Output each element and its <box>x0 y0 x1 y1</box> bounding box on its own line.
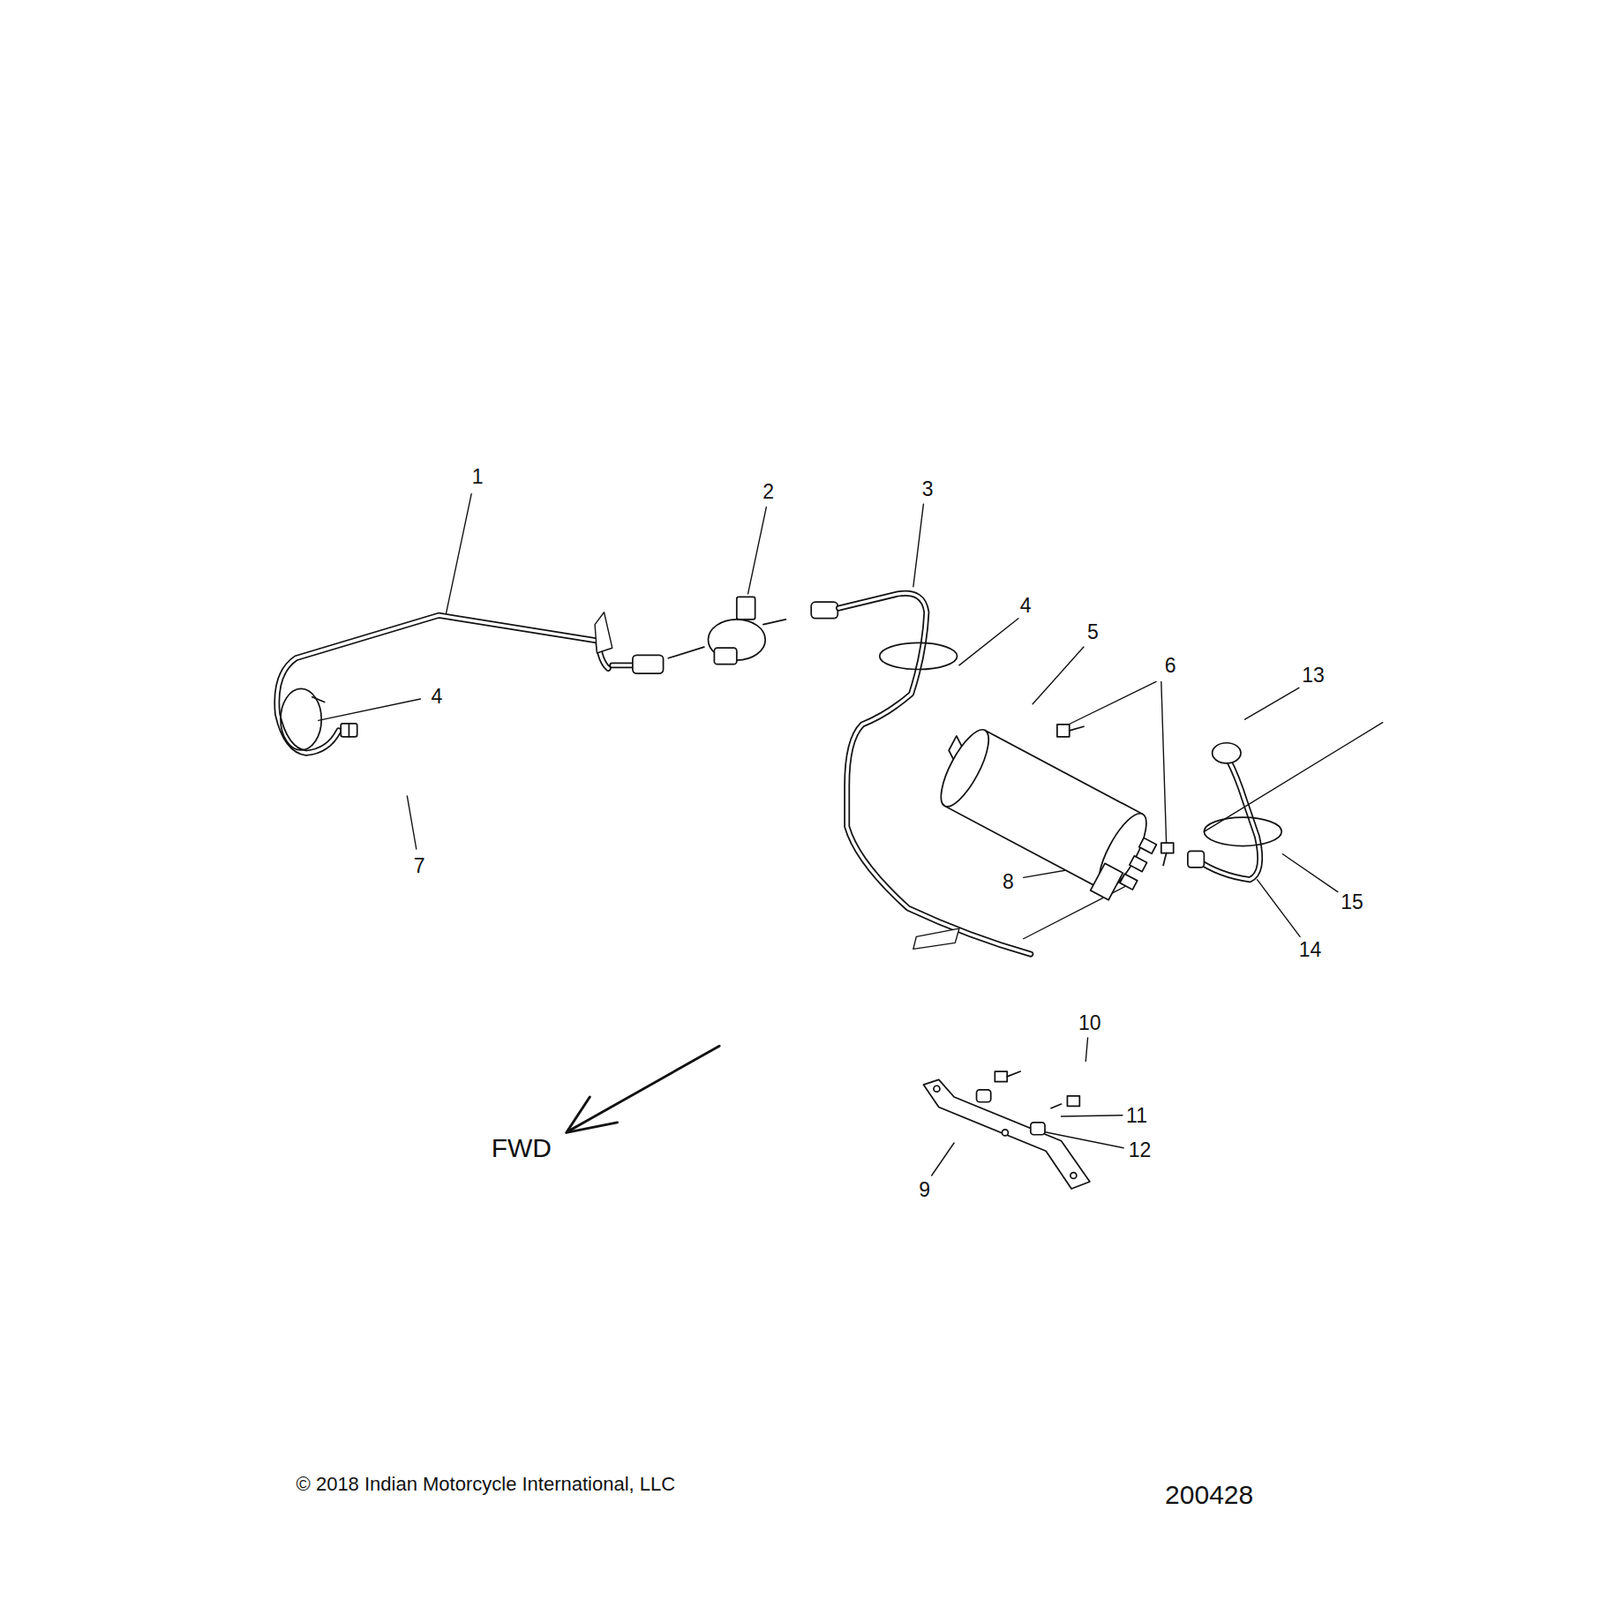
callout-number: 12 <box>1128 1140 1152 1161</box>
callout-number: 8 <box>1002 871 1015 893</box>
callout-number: 3 <box>922 478 934 499</box>
callout-number: 14 <box>1299 939 1323 961</box>
callout-number: 10 <box>1078 1012 1102 1033</box>
callout-number: 5 <box>1087 621 1099 642</box>
callout-number: 2 <box>762 481 774 503</box>
canister-5 <box>922 720 1167 909</box>
copyright-note: © 2018 Indian Motorcycle International, … <box>296 1474 677 1495</box>
callout-number: 9 <box>918 1179 931 1201</box>
fitting-7 <box>340 723 358 737</box>
callout-number: 4 <box>430 685 443 707</box>
bracket-9 <box>923 1071 1090 1189</box>
callout-number: 13 <box>1301 665 1325 686</box>
callout-number: 11 <box>1126 1104 1148 1126</box>
direction-label: FWD <box>491 1134 552 1162</box>
callout-number: 4 <box>1020 594 1032 616</box>
callout-number: 1 <box>472 465 484 487</box>
bolts-6 <box>1057 724 1174 866</box>
leader-lines <box>318 494 1338 1176</box>
callout-number: 6 <box>1164 654 1177 676</box>
forward-arrow <box>566 1045 720 1133</box>
callout-number: 15 <box>1340 892 1364 913</box>
hose-1 <box>277 612 664 754</box>
valve-2 <box>668 596 838 664</box>
drawing-number: 200428 <box>1164 1481 1254 1509</box>
callout-number: 7 <box>413 855 426 876</box>
hoses-13-14 <box>1187 722 1383 880</box>
